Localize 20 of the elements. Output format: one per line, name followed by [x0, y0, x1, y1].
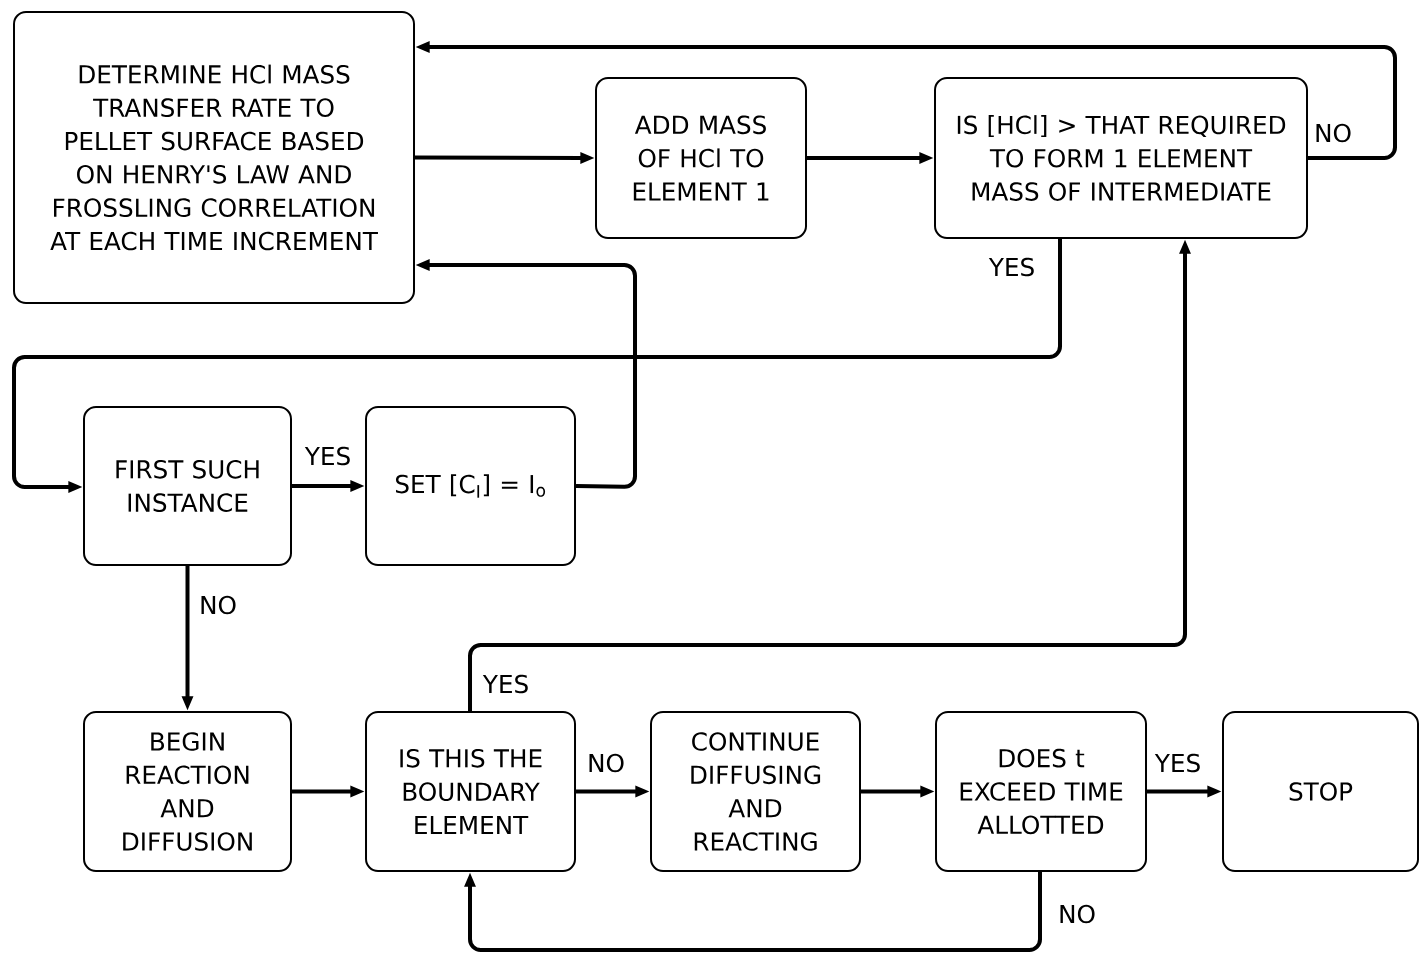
process-box: DETERMINE HCl MASS TRANSFER RATE TO PELLET SURFACE BASED ON HENRY'S LAW AND FROSSLING CORRELATION AT EACH TIME INCREMENT: [13, 11, 415, 304]
process-box: STOP: [1222, 711, 1419, 872]
edge-label: YES: [480, 672, 532, 696]
process-box: SET [C$_{I}$] = I$_{o}$: [365, 406, 576, 566]
edge-label: YES: [302, 444, 354, 468]
process-box: DOES t EXCEED TIME ALLOTTED: [935, 711, 1147, 872]
edge-label: NO: [197, 593, 239, 617]
edge-label: NO: [1056, 902, 1098, 926]
arrow: [12, 239, 1062, 493]
edge-label: YES: [1152, 751, 1204, 775]
process-box: FIRST SUCH INSTANCE: [83, 406, 292, 566]
process-box: CONTINUE DIFFUSING AND REACTING: [650, 711, 861, 872]
process-box: ADD MASS OF HCl TO ELEMENT 1: [595, 77, 807, 239]
process-box: IS THIS THE BOUNDARY ELEMENT: [365, 711, 576, 872]
process-box: BEGIN REACTION AND DIFFUSION: [83, 711, 292, 872]
process-box: IS [HCl] > THAT REQUIRED TO FORM 1 ELEMENT MASS OF INTERMEDIATE: [934, 77, 1308, 239]
edge-label: NO: [1312, 121, 1354, 145]
arrow: [464, 872, 1042, 952]
edge-label: NO: [585, 751, 627, 775]
edge-label: YES: [986, 255, 1038, 279]
